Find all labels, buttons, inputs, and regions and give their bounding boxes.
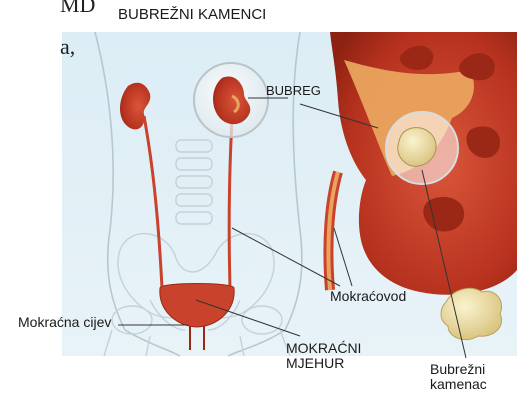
diagram-title: BUBREŽNI KAMENCI xyxy=(118,7,266,24)
label-bladder-line2: MJEHUR xyxy=(286,356,344,371)
label-urethra: Mokraćna cijev xyxy=(18,315,111,330)
stone-in-kidney xyxy=(398,128,436,167)
label-kidney: BUBREG xyxy=(266,84,321,98)
label-stone-line2: kamenac xyxy=(430,377,487,392)
kidney-stone-sample xyxy=(441,288,502,339)
fragment-left-line: a, xyxy=(60,34,75,60)
fragment-top-left: MD xyxy=(60,0,95,18)
label-ureter: Mokraćovod xyxy=(330,289,406,304)
